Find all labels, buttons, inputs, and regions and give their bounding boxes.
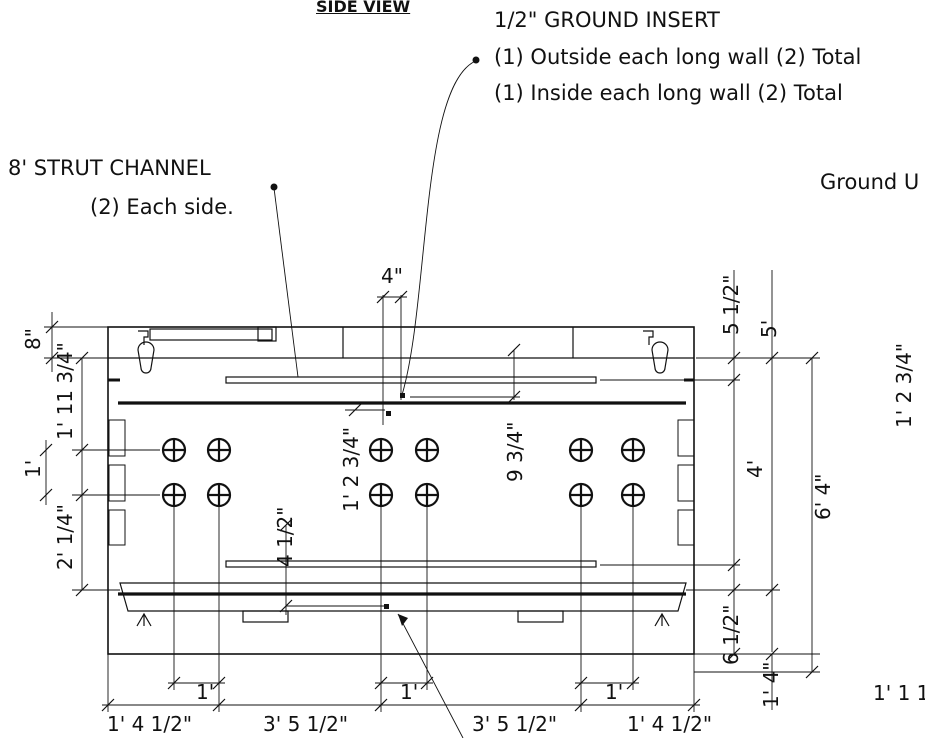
floor-pad-right bbox=[517, 610, 564, 623]
dim-top-4in: 4" bbox=[381, 264, 403, 288]
knockout-cross bbox=[570, 439, 592, 461]
dim-left-1ft: 1' bbox=[21, 460, 45, 478]
strut-channel-sub: (2) Each side. bbox=[90, 195, 234, 219]
dim-right-6-half: 6 1/2" bbox=[719, 605, 743, 665]
dim-top-5ft: 5' bbox=[757, 320, 781, 338]
dim-bot-1ft-a: 1' bbox=[196, 680, 214, 704]
dim-bot-1ft-b: 1' bbox=[400, 680, 418, 704]
anchor-left bbox=[136, 612, 152, 627]
floor-pad-left bbox=[242, 610, 289, 623]
keyhole-right bbox=[651, 341, 669, 374]
side-wall-hatch bbox=[108, 419, 695, 546]
knockout-cross bbox=[208, 439, 230, 461]
dim-bot-1-4-half-right: 1' 4 1/2" bbox=[627, 712, 712, 736]
ground-insert-leader bbox=[401, 59, 479, 396]
dim-top-5-half: 5 1/2" bbox=[719, 275, 743, 335]
dim-left-2-1-4: 2' 1/4" bbox=[53, 504, 77, 570]
strut-channel-title: 8' STRUT CHANNEL bbox=[8, 156, 211, 180]
page-title: SIDE VIEW bbox=[316, 0, 411, 16]
anchor-right bbox=[654, 612, 670, 627]
keyhole-left bbox=[137, 341, 155, 374]
ground-insert-outside: (1) Outside each long wall (2) Total bbox=[494, 45, 862, 69]
knockout-cross bbox=[416, 439, 438, 461]
ground-insert-inside: (1) Inside each long wall (2) Total bbox=[494, 81, 843, 105]
hook-left bbox=[138, 330, 149, 345]
strut-leader bbox=[273, 187, 299, 378]
dim-left-1-11-3-4: 1' 11 3/4" bbox=[53, 342, 77, 440]
dim-right-6-4: 6' 4" bbox=[811, 473, 835, 520]
floor-ledge bbox=[119, 582, 687, 612]
dim-left-8in: 8" bbox=[21, 328, 45, 350]
right-partial-vertical: 1' 2 3/4" bbox=[892, 343, 916, 428]
dim-bot-3-5-half-left: 3' 5 1/2" bbox=[263, 712, 348, 736]
dim-mid-4-half: 4 1/2" bbox=[273, 507, 297, 567]
dim-bot-1-4-half-left: 1' 4 1/2" bbox=[107, 712, 192, 736]
hook-right bbox=[643, 330, 654, 345]
strut-channel-lower bbox=[225, 560, 597, 568]
ground-insert-leader-lower bbox=[397, 613, 464, 739]
dim-mid-9-3-4: 9 3/4" bbox=[503, 422, 527, 482]
dim-bot-1ft-c: 1' bbox=[605, 680, 623, 704]
knockout-cross bbox=[163, 439, 185, 461]
dim-right-1-4: 1' 4" bbox=[759, 661, 783, 708]
bottom-right-partial: 1' 1 1 bbox=[873, 681, 925, 705]
ground-partial-label: Ground U bbox=[820, 170, 920, 194]
dim-bot-3-5-half-right: 3' 5 1/2" bbox=[472, 712, 557, 736]
knockout-cross bbox=[370, 439, 392, 461]
dimension-lines bbox=[39, 59, 820, 739]
dim-right-4ft: 4' bbox=[743, 460, 767, 478]
lift-bracket bbox=[149, 328, 273, 341]
knockout-cross bbox=[622, 439, 644, 461]
lift-bracket-end bbox=[257, 326, 277, 342]
leader-dots bbox=[270, 56, 480, 626]
dim-mid-1-2-3-4: 1' 2 3/4" bbox=[339, 427, 363, 512]
strut-channel-upper bbox=[225, 376, 597, 384]
knockout-group bbox=[161, 437, 646, 508]
ground-insert-title: 1/2" GROUND INSERT bbox=[494, 8, 720, 32]
